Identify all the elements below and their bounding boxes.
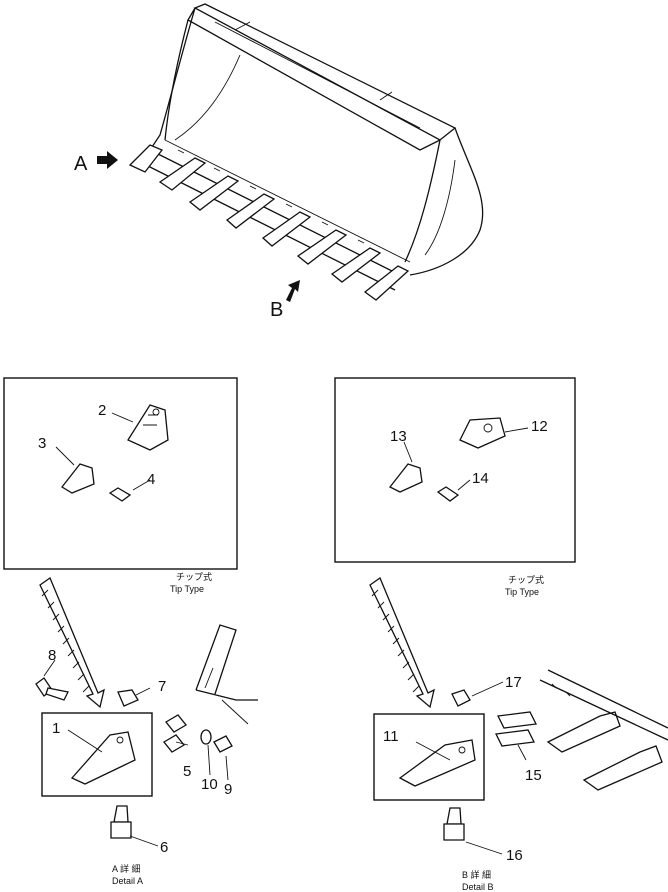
callout-12: 12 [531,418,548,435]
pin-part-4 [108,487,132,502]
detail-a-box [41,712,153,797]
bucket-illustration [128,3,484,301]
arrow-b: B [270,280,300,321]
bolt-part-8 [35,677,69,701]
detail-a-jp: A 詳 細 [112,863,141,874]
adapter-part-12 [459,417,506,449]
plates-part-15 [495,711,537,747]
callout-1: 1 [52,720,60,737]
arrow-a-label: A [74,153,88,175]
tip-type-left-en: Tip Type [170,584,204,594]
detail-b-en: Detail B [462,882,494,892]
plates-part-5 [163,714,187,753]
nut-part-9 [213,735,233,753]
callout-3: 3 [38,435,46,452]
tip-part-3 [61,463,95,494]
tip-type-right-en: Tip Type [505,587,539,597]
callout-16: 16 [506,847,523,864]
callout-17: 17 [505,674,522,691]
tooth-part-1 [70,731,136,785]
callout-8: 8 [48,647,56,664]
callout-14: 14 [472,470,489,487]
tip-type-right-jp: チップ式 [508,574,544,585]
washer-part-10 [200,729,212,745]
callout-9: 9 [224,781,232,798]
arrow-a: A [74,151,118,175]
callout-6: 6 [160,839,168,856]
callout-4: 4 [147,471,155,488]
tip-type-left-jp: チップ式 [176,571,212,582]
bolt-part-6 [110,805,132,839]
adapter-part-2 [127,404,169,451]
nut-part-7 [117,689,139,707]
arrow-b-label: B [270,299,283,321]
callout-13: 13 [390,428,407,445]
callout-15: 15 [525,767,542,784]
hatched-arrow-right [369,577,435,709]
tip-part-13 [388,463,423,493]
callout-11: 11 [383,728,399,745]
detail-b-jp: B 詳 細 [462,869,491,880]
callout-5: 5 [183,763,191,780]
bolt-part-16 [443,807,465,841]
hatched-arrow-left [39,577,105,709]
callout-10: 10 [201,776,218,793]
callout-2: 2 [98,402,106,419]
detail-a-en: Detail A [112,876,143,886]
tip-type-box-left [3,377,238,570]
tooth-assembly-b [539,669,668,791]
nut-part-17 [451,689,471,707]
tip-type-box-right [334,377,576,563]
bucket-corner-a [195,624,258,725]
callout-7: 7 [158,678,166,695]
detail-b-box [373,713,485,801]
adapter-part-11 [398,739,476,787]
pin-part-14 [436,486,460,502]
